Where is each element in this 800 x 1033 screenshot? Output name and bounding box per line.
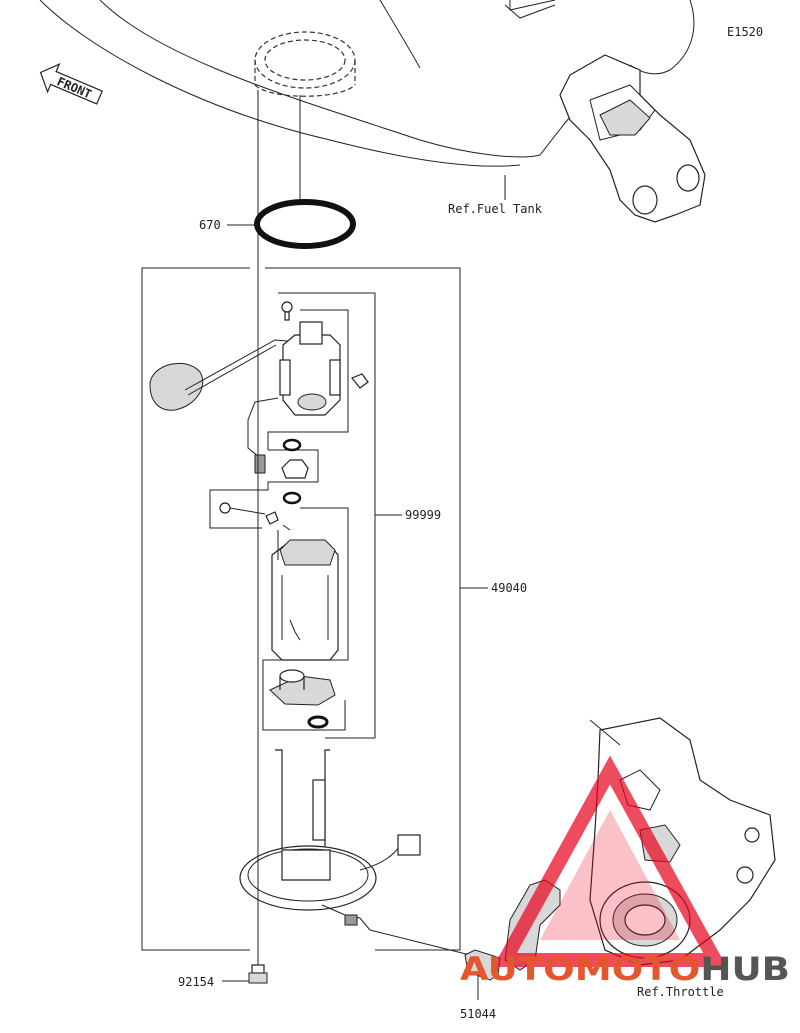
fuel-filter	[269, 669, 336, 706]
hose-51044	[369, 929, 501, 1000]
watermark-triangle	[493, 755, 727, 967]
o-ring-670	[254, 199, 356, 249]
tank-flange-dashed	[254, 31, 356, 97]
frame-49040	[141, 267, 488, 951]
watermark-hub: HUB	[700, 950, 790, 988]
part-49040-label: 49040	[491, 581, 527, 595]
watermark-auto: AUTOMOTO	[460, 950, 700, 988]
frame-99999	[209, 292, 402, 739]
ref-throttle-label: Ref.Throttle	[637, 985, 724, 999]
part-51044-label: 51044	[460, 1007, 496, 1021]
diagram-code: E1520	[727, 25, 763, 39]
fuel-level-sender	[149, 301, 369, 474]
fuel-tank-outline	[39, 0, 695, 167]
part-99999-label: 99999	[405, 508, 441, 522]
front-label: FRONT	[55, 74, 94, 101]
part-670-label: 670	[199, 218, 221, 232]
bolt-92154	[222, 330, 268, 984]
throttle-body	[504, 717, 776, 971]
screws	[219, 502, 279, 525]
front-arrow: FRONT	[39, 62, 103, 105]
tank-bracket	[559, 54, 706, 223]
small-o-rings	[281, 438, 329, 729]
automotohub-watermark	[493, 755, 727, 967]
ref-fuel-tank-label: Ref.Fuel Tank	[448, 202, 543, 216]
fuel-pump-body	[271, 524, 339, 661]
part-92154-label: 92154	[178, 975, 214, 989]
pump-flange	[239, 749, 421, 931]
